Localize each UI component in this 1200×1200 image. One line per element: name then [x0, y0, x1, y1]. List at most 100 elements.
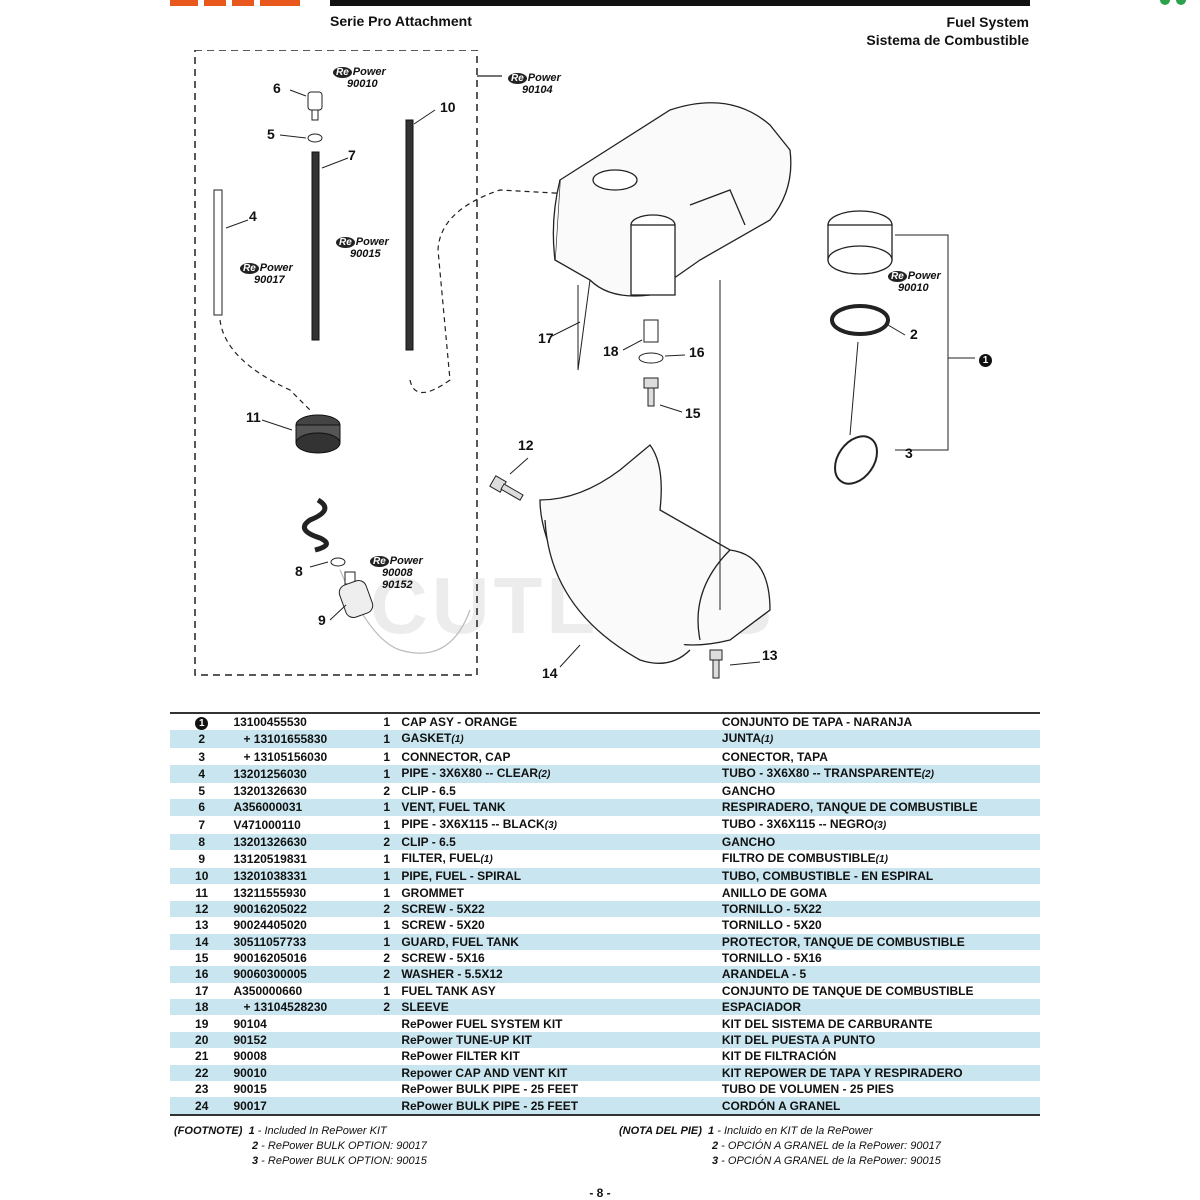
exploded-diagram: CUTLERS [170, 50, 1040, 700]
part-number: 90016205022 [233, 900, 373, 918]
description-es: TUBO DE VOLUMEN - 25 PIES [721, 1082, 894, 1097]
callout-10: 10 [440, 99, 456, 115]
part-number: 13201256030 [233, 764, 373, 783]
quantity [372, 1048, 401, 1064]
screw-15 [643, 377, 659, 407]
part-number: 90015 [233, 1082, 267, 1097]
screw-13 [709, 649, 723, 679]
series-title: Serie Pro Attachment [330, 13, 472, 29]
ref-number: 10 [170, 867, 234, 885]
footnote-label-es: (NOTA DEL PIE) [619, 1125, 702, 1137]
callout-7: 7 [348, 147, 356, 163]
quantity: 1 [383, 715, 391, 730]
callout-17: 17 [538, 330, 554, 346]
ref-number: 20 [170, 1031, 234, 1049]
callout-13: 13 [762, 647, 778, 663]
description-en: GROMMET [401, 885, 465, 900]
quantity [372, 1081, 401, 1097]
footnote-es-3: - OPCIÓN A GRANEL de la RePower: 90015 [718, 1155, 941, 1167]
description-es: KIT REPOWER DE TAPA Y RESPIRADERO [721, 1064, 1040, 1082]
quantity: 1 [372, 799, 402, 816]
description-en: SCREW - 5X22 [401, 900, 722, 918]
ref-number: 14 [170, 933, 234, 950]
ref-number: 9 [198, 851, 206, 866]
quantity: 2 [383, 951, 391, 966]
fuel-tank [552, 102, 792, 297]
section-title-en: Fuel System [946, 14, 1029, 30]
description-en: WASHER - 5.5X12 [401, 966, 722, 983]
ref-number: 8 [170, 833, 234, 850]
description-es: GANCHO [721, 783, 776, 798]
description-es: TORNILLO - 5X20 [721, 918, 822, 933]
description-es: TORNILLO - 5X22 [721, 900, 1040, 918]
quantity: 1 [372, 730, 402, 749]
footnotes-es: (NOTA DEL PIE) 1 - Incluido en KIT de la… [619, 1125, 941, 1167]
diagram-drawing [194, 50, 975, 679]
spiral-hose [301, 497, 329, 553]
part-number: A356000031 [233, 799, 373, 816]
description-en: FILTER, FUEL(1) [401, 850, 493, 865]
pipe-black [311, 151, 320, 341]
description-es: GANCHO [721, 833, 1040, 850]
part-number: A350000660 [233, 983, 303, 998]
description-es: KIT DE FILTRACIÓN [721, 1049, 837, 1064]
description-es: RESPIRADERO, TANQUE DE COMBUSTIBLE [721, 799, 1040, 816]
part-number: 13100455530 [233, 715, 307, 730]
page-number: - 8 - [589, 1186, 611, 1200]
ref-number: 22 [170, 1064, 234, 1082]
footnote-en-1: - Included In RePower KIT [254, 1125, 387, 1137]
description-es: FILTRO DE COMBUSTIBLE(1) [721, 850, 888, 865]
description-en: PIPE - 3X6X80 -- CLEAR(2) [401, 764, 722, 783]
clip [307, 133, 323, 143]
description-en: GASKET(1) [401, 730, 722, 749]
ref-number: 11 [195, 885, 209, 900]
description-en: CLIP - 6.5 [401, 833, 722, 850]
quantity: 2 [383, 783, 391, 798]
quantity: 1 [372, 764, 402, 783]
callout-9: 9 [318, 612, 326, 628]
callout-1: 1 [979, 350, 992, 367]
part-number: 13201038331 [233, 867, 373, 885]
footnote-en-2: - RePower BULK OPTION: 90017 [258, 1140, 427, 1152]
quantity: 2 [372, 999, 402, 1016]
quantity [372, 1031, 402, 1049]
quantity: 1 [383, 851, 391, 866]
description-en: CAP ASY - ORANGE [401, 715, 518, 730]
ref-number: 18 [170, 999, 234, 1016]
description-en: CLIP - 6.5 [401, 783, 456, 798]
description-en: SCREW - 5X20 [401, 918, 485, 933]
quantity [372, 1015, 401, 1031]
callout-15: 15 [685, 405, 701, 421]
description-es: TUBO - 3X6X115 -- NEGRO(3) [721, 816, 887, 831]
footnote-es-2: - OPCIÓN A GRANEL de la RePower: 90017 [718, 1140, 941, 1152]
quantity: 1 [383, 749, 391, 764]
description-es: KIT DEL PUESTA A PUNTO [721, 1031, 1040, 1049]
ref-number: 24 [170, 1097, 234, 1115]
brand-logo [170, 0, 310, 6]
ref-number: 16 [170, 966, 234, 983]
tank-guard [539, 444, 771, 664]
part-number: 90152 [233, 1031, 373, 1049]
clip-lower [330, 557, 346, 567]
description-en: SLEEVE [401, 999, 722, 1016]
part-number: 13120519831 [233, 851, 307, 866]
quantity: 2 [372, 966, 402, 983]
